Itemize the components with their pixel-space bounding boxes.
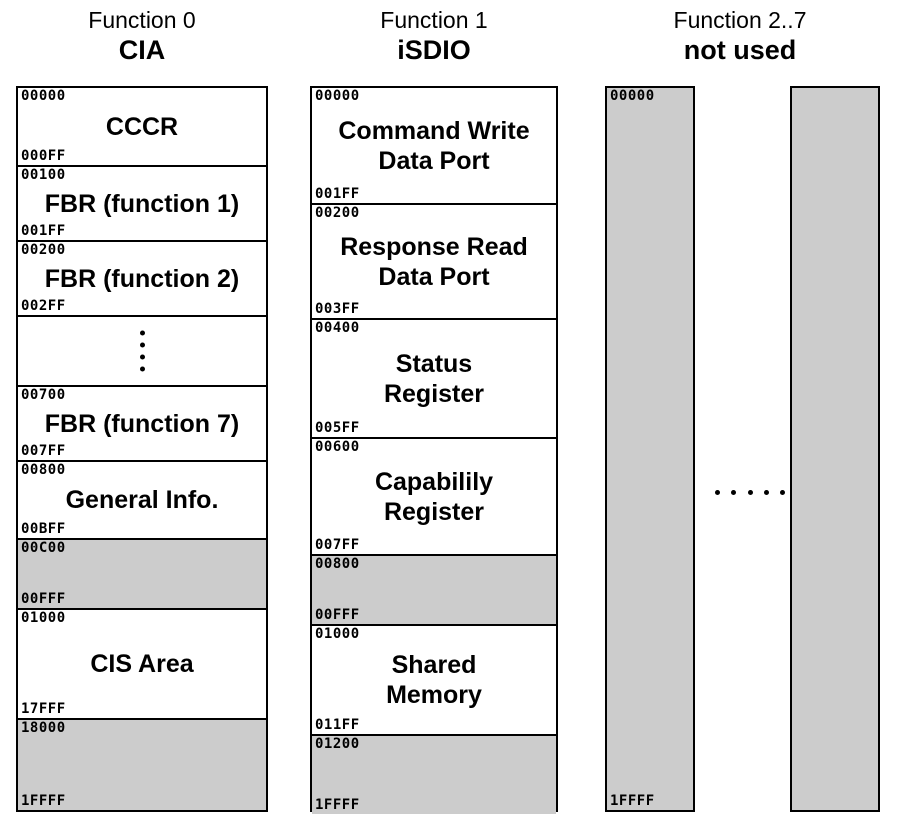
vertical-ellipsis-icon	[18, 324, 266, 379]
block-label-line1: Status	[395, 349, 473, 378]
block-label: Command Write Data Port	[312, 116, 556, 176]
column-function-2-7: Function 2..7 not used 00000 1FFFF	[590, 0, 890, 840]
block-label-line2: Memory	[386, 681, 482, 709]
address-end: 007FF	[21, 443, 66, 459]
column-0-header: Function 0 CIA	[16, 6, 268, 66]
horizontal-ellipsis-icon	[715, 488, 785, 496]
address-start: 01000	[21, 610, 66, 626]
memory-map-function-7	[790, 86, 880, 812]
column-1-header: Function 1 iSDIO	[310, 6, 558, 66]
column-1-header-line1: Function 1	[380, 7, 488, 33]
memory-block-cis-area[interactable]: 01000 CIS Area 17FFF	[18, 610, 266, 720]
address-end: 003FF	[315, 301, 360, 317]
memory-block-shared-memory[interactable]: 01000 Shared Memory 011FF	[312, 626, 556, 736]
address-end: 007FF	[315, 537, 360, 553]
address-end: 001FF	[315, 186, 360, 202]
column-2-header: Function 2..7 not used	[590, 6, 890, 66]
address-start: 00800	[315, 556, 360, 572]
block-label-line2: Data Port	[378, 262, 490, 291]
address-end: 00FFF	[315, 607, 360, 623]
memory-map-function-0: 00000 CCCR 000FF 00100 FBR (function 1) …	[16, 86, 268, 812]
address-start: 00200	[21, 242, 66, 258]
memory-block-fbr-function-1[interactable]: 00100 FBR (function 1) 001FF	[18, 167, 266, 242]
memory-block-status-register[interactable]: 00400 Status Register 005FF	[312, 320, 556, 439]
column-2-header-line2: not used	[683, 35, 797, 65]
memory-block-reserved-18000[interactable]: 18000 1FFFF	[18, 720, 266, 810]
address-end: 011FF	[315, 717, 360, 733]
address-end: 1FFFF	[21, 793, 66, 809]
block-label: Capabilily Register	[312, 467, 556, 527]
address-start: 00000	[21, 88, 66, 104]
address-start: 00400	[315, 320, 360, 336]
column-1-header-line2: iSDIO	[397, 35, 471, 65]
column-function-1: Function 1 iSDIO 00000 Command Write Dat…	[310, 0, 558, 840]
address-end: 1FFFF	[610, 793, 655, 809]
block-label-line2: Register	[383, 497, 485, 526]
memory-block-fbr-function-7[interactable]: 00700 FBR (function 7) 007FF	[18, 387, 266, 462]
address-end: 000FF	[21, 148, 66, 164]
block-label: General Info.	[65, 486, 219, 514]
memory-block-general-info[interactable]: 00800 General Info. 00BFF	[18, 462, 266, 540]
address-start: 00700	[21, 387, 66, 403]
block-label-line2: Register	[383, 379, 485, 408]
block-label-line1: Shared	[391, 651, 477, 679]
address-start: 00100	[21, 167, 66, 183]
memory-block-command-write-data-port[interactable]: 00000 Command Write Data Port 001FF	[312, 88, 556, 205]
block-label-line1: Response Read	[340, 232, 528, 261]
column-0-header-line1: Function 0	[88, 7, 196, 33]
block-label: CIS Area	[90, 650, 194, 678]
address-start: 00000	[610, 88, 655, 104]
address-start: 00200	[315, 205, 360, 221]
address-end: 17FFF	[21, 701, 66, 717]
address-end: 1FFFF	[315, 797, 360, 813]
memory-map-function-1: 00000 Command Write Data Port 001FF 0020…	[310, 86, 558, 814]
address-end: 00FFF	[21, 591, 66, 607]
memory-block-reserved-01200[interactable]: 01200 1FFFF	[312, 736, 556, 814]
memory-map-function-2: 00000 1FFFF	[605, 86, 695, 812]
memory-block-unused-function-7[interactable]	[792, 88, 878, 810]
block-label-line2: Data Port	[378, 146, 490, 175]
memory-block-cccr[interactable]: 00000 CCCR 000FF	[18, 88, 266, 167]
column-function-0: Function 0 CIA 00000 CCCR 000FF 00100 FB…	[16, 0, 268, 840]
address-start: 00800	[21, 462, 66, 478]
block-label-line1: Capabilily	[374, 467, 494, 496]
memory-block-response-read-data-port[interactable]: 00200 Response Read Data Port 003FF	[312, 205, 556, 320]
memory-block-reserved-00c00[interactable]: 00C00 00FFF	[18, 540, 266, 610]
memory-block-capability-register[interactable]: 00600 Capabilily Register 007FF	[312, 439, 556, 556]
address-start: 01200	[315, 736, 360, 752]
block-label: FBR (function 1)	[44, 189, 240, 218]
block-label: FBR (function 7)	[44, 409, 240, 438]
address-start: 18000	[21, 720, 66, 736]
column-0-header-line2: CIA	[118, 35, 166, 65]
block-label-line1: Command Write	[338, 116, 530, 145]
block-label: FBR (function 2)	[44, 264, 240, 293]
block-label: Response Read Data Port	[312, 232, 556, 292]
memory-block-fbr-function-2[interactable]: 00200 FBR (function 2) 002FF	[18, 242, 266, 317]
memory-block-reserved-00800[interactable]: 00800 00FFF	[312, 556, 556, 626]
address-start: 01000	[315, 626, 360, 642]
block-label: Shared Memory	[312, 650, 556, 710]
address-start: 00000	[315, 88, 360, 104]
address-start: 00600	[315, 439, 360, 455]
address-start: 00C00	[21, 540, 66, 556]
column-2-header-line1: Function 2..7	[673, 7, 807, 33]
block-label: Status Register	[312, 349, 556, 409]
address-end: 00BFF	[21, 521, 66, 537]
address-end: 001FF	[21, 223, 66, 239]
address-end: 002FF	[21, 298, 66, 314]
block-label: CCCR	[105, 112, 179, 141]
memory-block-unused-function-2[interactable]: 00000 1FFFF	[607, 88, 693, 810]
memory-block-ellipsis	[18, 317, 266, 387]
address-end: 005FF	[315, 420, 360, 436]
